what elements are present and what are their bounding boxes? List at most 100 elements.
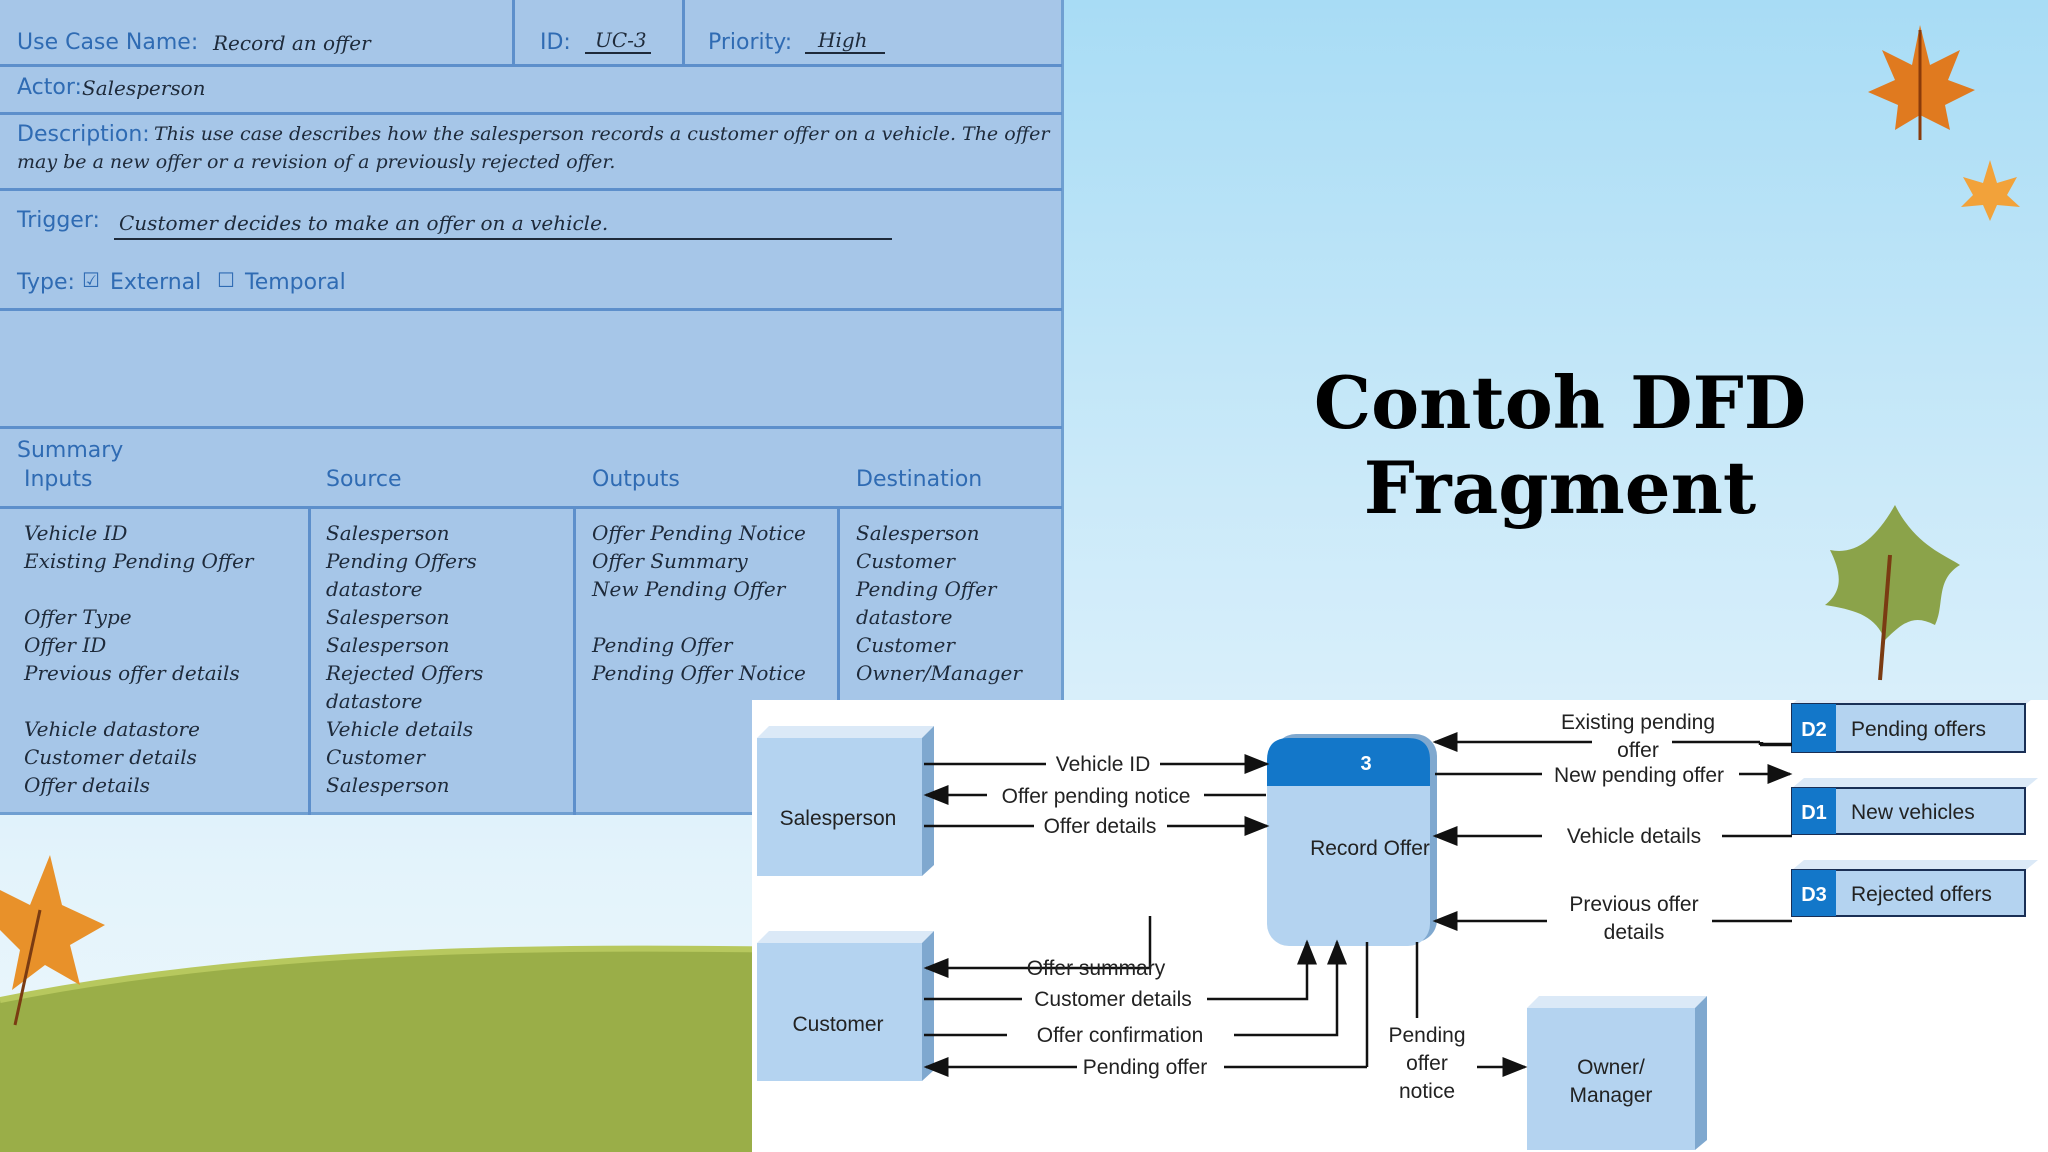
flow-label-vehicle-id: Vehicle ID — [1056, 753, 1151, 776]
source-column: Salesperson Pending Offers datastore Sal… — [326, 519, 483, 799]
flow-label-offer-confirmation: Offer confirmation — [1037, 1024, 1204, 1047]
outputs-column: Offer Pending Notice Offer Summary New P… — [592, 519, 806, 687]
flow-label-pending-notice-2: offer — [1406, 1052, 1448, 1075]
id-value: UC-3 — [595, 28, 647, 52]
trigger-value: Customer decides to make an offer on a v… — [119, 211, 609, 235]
input-item: Previous offer details — [24, 661, 240, 685]
type-label: Type: — [17, 270, 75, 295]
input-item: Customer details — [24, 745, 197, 769]
destination-item: Salesperson — [856, 521, 980, 545]
flow-label-offer-details: Offer details — [1044, 815, 1157, 838]
flow-label-vehicle-details: Vehicle details — [1567, 825, 1701, 848]
flow-label-pending-offer: Pending offer — [1083, 1056, 1208, 1079]
output-item: Pending Offer Notice — [592, 661, 806, 685]
owner-label-line-1: Owner/ — [1577, 1056, 1645, 1079]
green-leaf-decoration-icon — [1825, 505, 1960, 681]
source-item: Salesperson — [326, 521, 450, 545]
source-item: Vehicle details — [326, 717, 474, 741]
destination-header: Destination — [856, 467, 983, 492]
flow-label-existing-pending-1: Existing pending — [1561, 711, 1715, 734]
priority-label: Priority: — [708, 30, 793, 55]
flow-label-existing-pending-2: offer — [1617, 739, 1659, 762]
flow-line — [1234, 939, 1347, 1037]
source-item: Customer — [326, 745, 425, 769]
small-leaf-decoration-icon — [1961, 160, 2020, 221]
input-item: Offer details — [24, 773, 150, 797]
orange-leaf-decoration-icon — [0, 855, 105, 1026]
external-checkbox-icon[interactable]: ☑ — [82, 268, 100, 292]
use-case-name-label: Use Case Name: — [17, 30, 199, 55]
output-item: Offer Pending Notice — [592, 521, 806, 545]
customer-entity: Customer — [757, 931, 934, 1081]
priority-value: High — [818, 28, 868, 52]
actor-label: Actor: — [17, 75, 82, 100]
source-item: datastore — [326, 689, 423, 713]
use-case-form: Use Case Name: Record an offer ID: UC-3 … — [0, 0, 1064, 815]
maple-leaf-decoration-icon — [1868, 25, 1975, 140]
destination-item: Owner/Manager — [856, 661, 1022, 685]
owner-label-line-2: Manager — [1570, 1084, 1653, 1107]
output-item — [592, 603, 806, 631]
dfd-fragment: Salesperson Customer Owner/ Manager 3 Re… — [752, 700, 2048, 1152]
id-label: ID: — [540, 30, 571, 55]
description-line-2: may be a new offer or a revision of a pr… — [17, 151, 616, 173]
flow-label-previous-offer-1: Previous offer — [1569, 893, 1698, 916]
flow-label-pending-notice-1: Pending — [1388, 1024, 1465, 1047]
datastore-new-vehicles: D1 New vehicles — [1791, 778, 2038, 835]
source-item: Salesperson — [326, 633, 450, 657]
store-name-pending-offers: Pending offers — [1851, 718, 1986, 741]
datastore-rejected-offers: D3 Rejected offers — [1791, 860, 2038, 917]
input-item: Offer Type — [24, 605, 132, 629]
source-item: Pending Offers — [326, 549, 477, 573]
input-item — [24, 575, 254, 603]
store-id-d2: D2 — [1801, 719, 1827, 741]
output-item: Pending Offer — [592, 633, 733, 657]
flow-label-customer-details: Customer details — [1034, 988, 1192, 1011]
description-label: Description: — [17, 122, 150, 147]
source-item: Salesperson — [326, 773, 450, 797]
salesperson-entity: Salesperson — [757, 726, 934, 876]
store-name-new-vehicles: New vehicles — [1851, 801, 1975, 824]
flow-label-offer-summary: Offer summary — [1027, 957, 1166, 980]
slide-title: Contoh DFD Fragment — [1313, 360, 1807, 530]
destination-column: Salesperson Customer Pending Offer datas… — [856, 519, 1022, 687]
inputs-column: Vehicle ID Existing Pending Offer Offer … — [24, 519, 254, 799]
use-case-name-value: Record an offer — [213, 31, 371, 55]
process-number: 3 — [1360, 753, 1371, 775]
output-item: Offer Summary — [592, 549, 748, 573]
store-id-d1: D1 — [1801, 802, 1827, 824]
description-line-1: This use case describes how the salesper… — [154, 123, 1050, 145]
owner-manager-entity: Owner/ Manager — [1527, 996, 1707, 1150]
inputs-header: Inputs — [24, 467, 93, 492]
summary-label: Summary — [17, 438, 124, 463]
input-item: Vehicle datastore — [24, 717, 200, 741]
flow-label-pending-notice-3: notice — [1399, 1080, 1455, 1103]
source-header: Source — [326, 467, 402, 492]
destination-item: Pending Offer — [856, 577, 997, 601]
datastore-pending-offers: D2 Pending offers — [1791, 700, 2031, 753]
outputs-header: Outputs — [592, 467, 680, 492]
flow-label-new-pending-offer: New pending offer — [1554, 764, 1724, 787]
flow-label-offer-pending-notice: Offer pending notice — [1002, 785, 1191, 808]
input-item: Offer ID — [24, 633, 107, 657]
trigger-label: Trigger: — [17, 208, 100, 233]
destination-item: Customer — [856, 633, 955, 657]
source-item: Salesperson — [326, 605, 450, 629]
flow-line — [1207, 939, 1317, 1001]
process-name: Record Offer — [1310, 837, 1430, 860]
customer-label: Customer — [792, 1013, 883, 1036]
record-offer-process: 3 Record Offer — [1267, 734, 1437, 946]
type-external-label: External — [110, 270, 202, 295]
store-name-rejected-offers: Rejected offers — [1851, 883, 1992, 906]
input-item: Vehicle ID — [24, 521, 128, 545]
input-item: Existing Pending Offer — [24, 549, 254, 573]
output-item: New Pending Offer — [592, 577, 786, 601]
flow-label-previous-offer-2: details — [1604, 921, 1665, 944]
dfd-diagram: Salesperson Customer Owner/ Manager 3 Re… — [757, 700, 2038, 1150]
temporal-checkbox-icon[interactable]: ☐ — [217, 268, 235, 292]
source-item: datastore — [326, 577, 423, 601]
store-id-d3: D3 — [1801, 884, 1827, 906]
flow-line — [1022, 916, 1152, 970]
input-item — [24, 687, 254, 715]
